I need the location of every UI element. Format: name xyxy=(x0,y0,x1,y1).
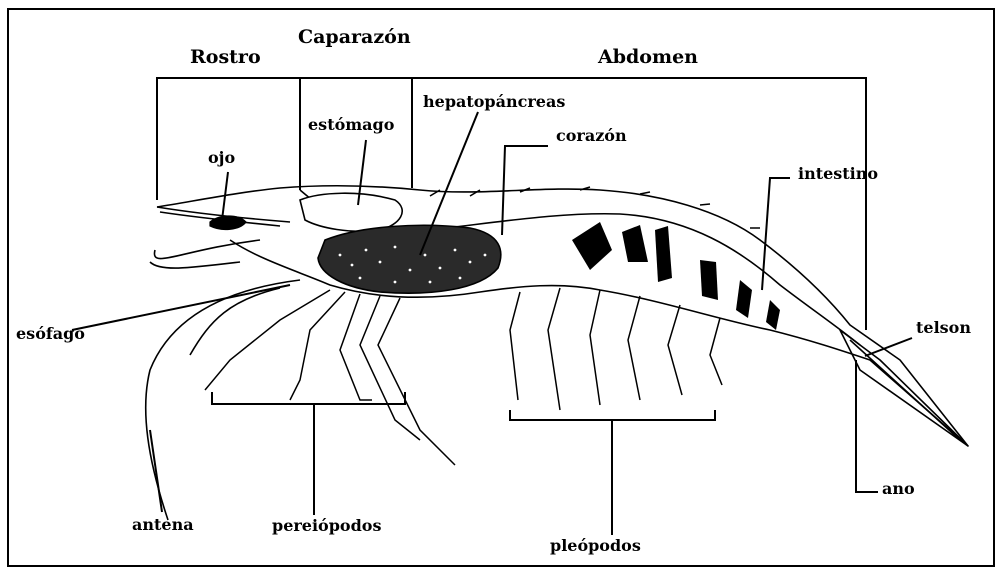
label-abdomen: Abdomen xyxy=(598,48,698,67)
label-corazon: corazón xyxy=(556,128,627,144)
eye-shape xyxy=(210,216,246,229)
label-telson: telson xyxy=(916,320,971,336)
bracket-pereiopodos xyxy=(212,392,405,404)
label-pereiopodos: pereiópodos xyxy=(272,518,381,534)
label-ojo: ojo xyxy=(208,150,235,166)
label-esofago: esófago xyxy=(16,326,85,342)
pereiopods-legs xyxy=(205,290,455,465)
antenna-long xyxy=(146,280,300,520)
antennae xyxy=(146,240,300,520)
label-intestino: intestino xyxy=(798,166,878,182)
bracket-pleopodos xyxy=(510,410,715,420)
label-antena: antena xyxy=(132,517,194,533)
label-rostro: Rostro xyxy=(190,48,261,67)
hepatopancreas-shape xyxy=(318,225,501,293)
label-ano: ano xyxy=(882,481,915,497)
shrimp-body xyxy=(157,186,968,446)
muscle-blocks xyxy=(572,222,780,330)
bracket-rostro xyxy=(157,78,300,200)
dorsal-outline xyxy=(157,186,968,446)
leader-esofago xyxy=(72,285,290,330)
leader-antena xyxy=(150,430,162,512)
pleopods-legs xyxy=(510,288,722,410)
label-hepatopancreas: hepatopáncreas xyxy=(423,94,565,110)
label-pleopodos: pleópodos xyxy=(550,538,641,554)
stomach-shape xyxy=(300,193,402,231)
label-estomago: estómago xyxy=(308,117,394,133)
label-caparazon: Caparazón xyxy=(298,28,411,47)
leader-lines xyxy=(72,112,912,535)
gut-line xyxy=(430,214,860,345)
